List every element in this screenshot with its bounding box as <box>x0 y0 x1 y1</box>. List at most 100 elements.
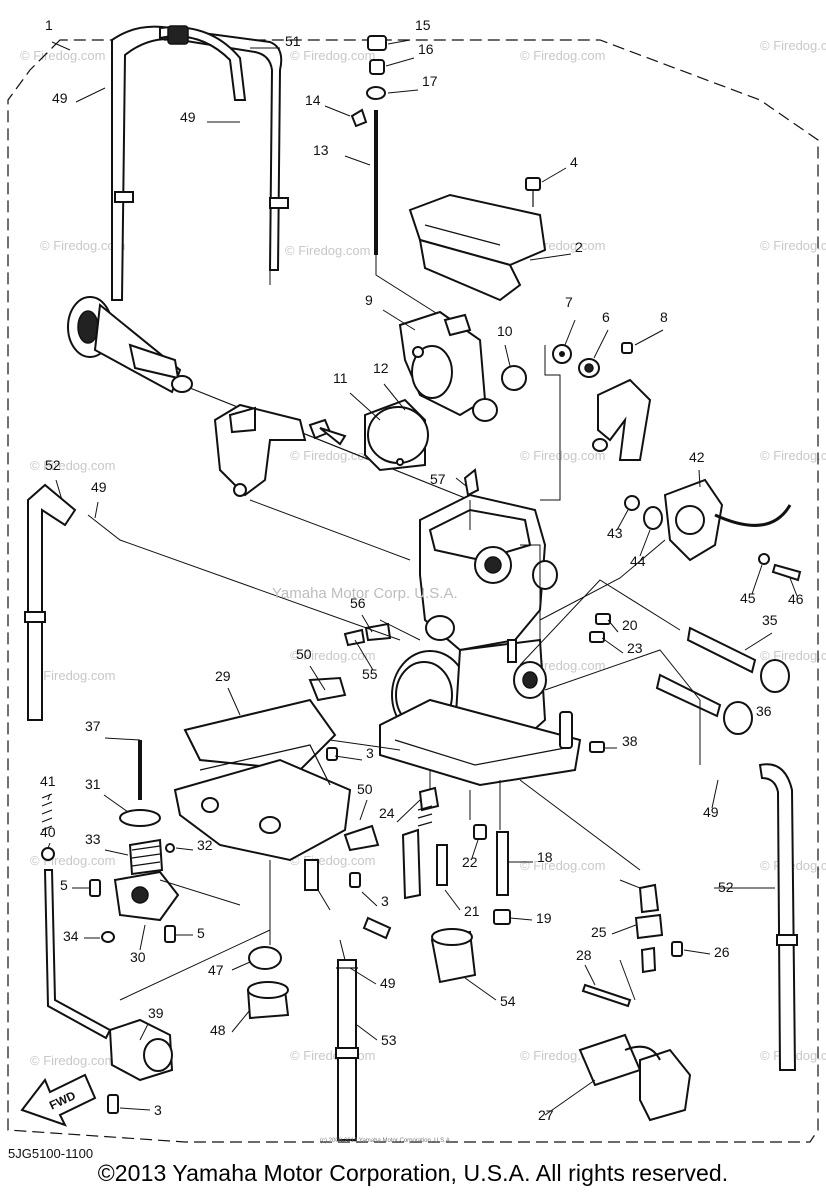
part-label-36: 36 <box>756 703 772 719</box>
part-label-50: 50 <box>296 646 312 662</box>
part-label-9: 9 <box>365 292 373 308</box>
adjust-screws <box>655 626 790 735</box>
part-label-53: 53 <box>381 1032 397 1048</box>
part-label-56: 56 <box>350 595 366 611</box>
part-label-28: 28 <box>576 947 592 963</box>
firedog-watermark: © Firedog.com <box>30 668 115 683</box>
part-label-47: 47 <box>208 962 224 978</box>
part-label-13: 13 <box>313 142 329 158</box>
assembly-boundary <box>7 39 819 1143</box>
vent-hose-52 <box>24 483 798 1071</box>
part-label-52: 52 <box>718 879 734 895</box>
part-label-18: 18 <box>537 849 553 865</box>
part-label-22: 22 <box>462 854 478 870</box>
firedog-watermark: © Firedog.com <box>760 38 826 53</box>
part-label-31: 31 <box>85 776 101 792</box>
throttle-position-sensor <box>624 478 802 582</box>
part-label-29: 29 <box>215 668 231 684</box>
firedog-watermark: © Firedog.com <box>30 1053 115 1068</box>
part-label-44: 44 <box>630 553 646 569</box>
firedog-watermark: © Firedog.com <box>290 648 375 663</box>
part-label-34: 34 <box>63 928 79 944</box>
part-label-42: 42 <box>689 449 705 465</box>
part-label-4: 4 <box>570 154 578 170</box>
part-label-48: 48 <box>210 1022 226 1038</box>
part-label-50: 50 <box>357 781 373 797</box>
part-label-19: 19 <box>536 910 552 926</box>
firedog-watermark: © Firedog.com <box>290 1048 375 1063</box>
part-label-30: 30 <box>130 949 146 965</box>
part-label-11: 11 <box>333 370 348 386</box>
part-label-38: 38 <box>622 733 638 749</box>
throttle-valve-body <box>398 310 527 422</box>
center-watermark: Yamaha Motor Corp. U.S.A. <box>272 585 458 602</box>
part-label-3: 3 <box>381 893 389 909</box>
part-label-51: 51 <box>285 33 301 49</box>
part-label-55: 55 <box>362 666 378 682</box>
throttle-bracket <box>213 403 347 497</box>
overflow-hose-53 <box>335 959 359 1141</box>
jets-and-needles <box>401 786 683 1008</box>
part-label-49: 49 <box>180 109 196 125</box>
firedog-watermark: © Firedog.com <box>760 238 826 253</box>
washers-and-bracket <box>552 342 652 461</box>
drain-plug <box>246 946 290 1020</box>
part-label-7: 7 <box>565 294 573 310</box>
part-label-35: 35 <box>762 612 778 628</box>
part-label-8: 8 <box>660 309 668 325</box>
part-label-6: 6 <box>602 309 610 325</box>
part-label-39: 39 <box>148 1005 164 1021</box>
part-label-37: 37 <box>85 718 101 734</box>
part-label-32: 32 <box>197 837 213 853</box>
forward-arrow: FWD <box>20 1073 97 1127</box>
part-label-24: 24 <box>379 805 395 821</box>
part-label-41: 41 <box>40 773 56 789</box>
part-label-52: 52 <box>45 457 61 473</box>
tiny-print: (c) 2008-2013 Yamaha Motor Corporation, … <box>320 1138 452 1144</box>
part-label-17: 17 <box>422 73 438 89</box>
float-bowl <box>173 676 392 940</box>
copyright-footer: ©2013 Yamaha Motor Corporation, U.S.A. A… <box>97 1160 729 1186</box>
firedog-watermark: © Firedog.com <box>20 48 105 63</box>
part-label-49: 49 <box>380 975 396 991</box>
top-cover <box>408 177 547 302</box>
part-label-49: 49 <box>52 90 68 106</box>
part-label-2: 2 <box>575 239 583 255</box>
firedog-watermark: © Firedog.com <box>520 858 605 873</box>
throttle-shaft-assembly <box>67 296 471 501</box>
connection-lines <box>87 270 701 1001</box>
part-label-10: 10 <box>497 323 513 339</box>
breather-hose-51 <box>111 25 289 301</box>
part-label-40: 40 <box>40 824 56 840</box>
part-label-45: 45 <box>740 590 756 606</box>
firedog-watermark: © Firedog.com <box>285 243 370 258</box>
part-label-33: 33 <box>85 831 101 847</box>
accelerator-pump <box>41 740 180 943</box>
part-label-12: 12 <box>373 360 389 376</box>
firedog-watermark: © Firedog.com <box>290 448 375 463</box>
pilot-screw-stack <box>350 35 456 326</box>
firedog-watermark: © Firedog.com <box>30 458 115 473</box>
drawing-code: 5JG5100-1100 <box>8 1146 93 1161</box>
part-label-21: 21 <box>464 903 480 919</box>
part-label-23: 23 <box>627 640 643 656</box>
part-label-27: 27 <box>538 1107 554 1123</box>
part-label-5: 5 <box>197 925 205 941</box>
label-leaders <box>47 39 798 1116</box>
part-label-54: 54 <box>500 993 516 1009</box>
firedog-watermark: © Firedog.com <box>760 448 826 463</box>
firedog-watermark: © Firedog.com <box>520 448 605 463</box>
part-label-25: 25 <box>591 924 607 940</box>
firedog-watermark: © Firedog.com <box>290 853 375 868</box>
part-label-14: 14 <box>305 92 321 108</box>
diaphragm-plate <box>364 398 429 472</box>
part-label-3: 3 <box>366 745 374 761</box>
part-label-5: 5 <box>60 877 68 893</box>
part-label-46: 46 <box>788 591 804 607</box>
part-label-20: 20 <box>622 617 638 633</box>
part-label-49: 49 <box>91 479 107 495</box>
part-label-43: 43 <box>607 525 623 541</box>
drain-hose-39 <box>43 869 174 1114</box>
